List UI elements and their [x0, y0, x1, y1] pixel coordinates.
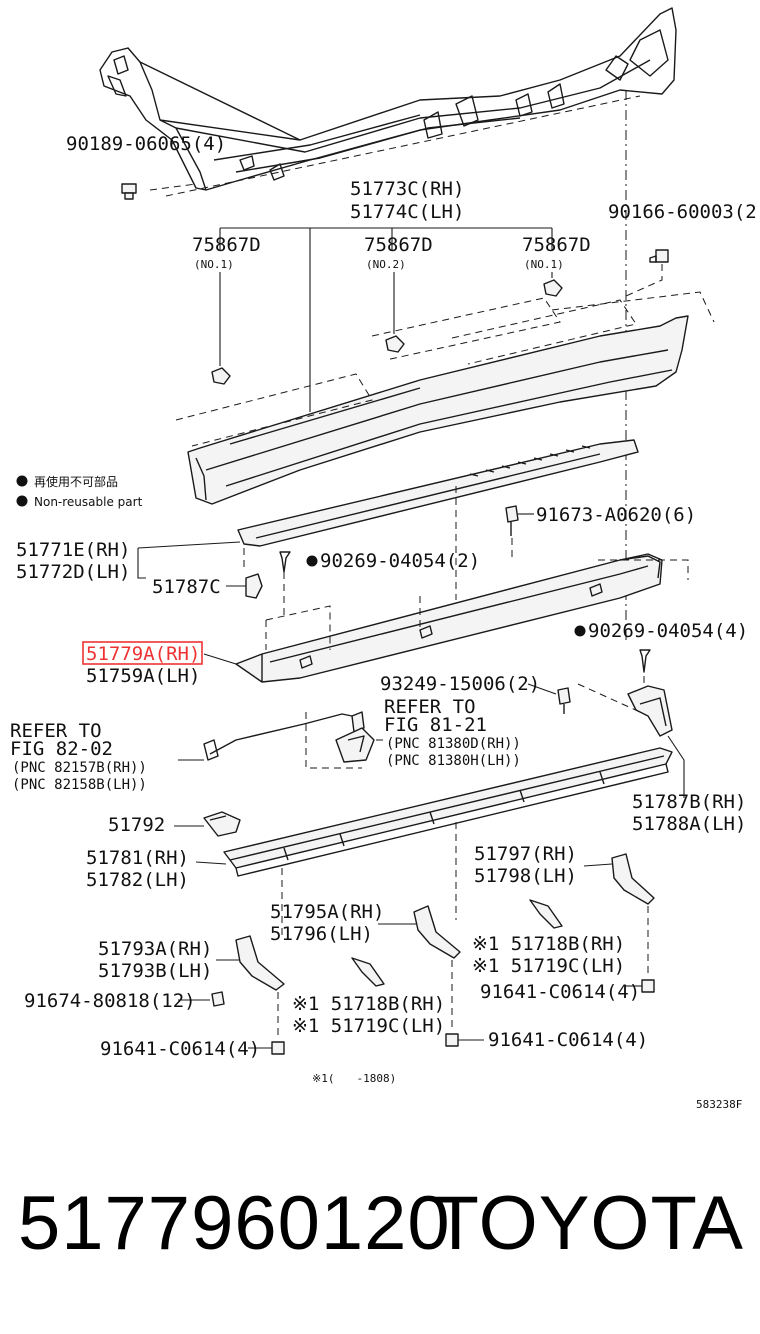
bracket-icon	[413, 905, 461, 959]
label-no1-left: (NO.1)	[194, 258, 234, 271]
label-90269-right: 90269-04054(4)	[588, 620, 748, 642]
step-plate	[237, 439, 639, 547]
label-refer-to-1: REFER TO	[10, 720, 102, 742]
highlight-box	[82, 641, 203, 665]
label-51759a: 51759A(LH)	[86, 665, 200, 687]
legend-english: Non-reusable part	[34, 495, 143, 509]
label-90269-left: 90269-04054(2)	[320, 550, 480, 572]
caption: 5177960120 TOYOTA	[0, 1180, 760, 1290]
label-pnc-81380d: (PNC 81380D(RH))	[386, 736, 521, 752]
running-board	[235, 553, 663, 683]
label-91641-right: 91641-C0614(4)	[480, 981, 640, 1003]
label-75867d-2: 75867D	[364, 234, 433, 256]
label-75867d-3: 75867D	[522, 234, 591, 256]
bolt-icon	[505, 505, 519, 536]
label-fig-82-02: FIG 82-02	[10, 738, 113, 760]
label-51792: 51792	[108, 814, 165, 836]
label-51718b-left: ※1 51718B(RH)	[292, 993, 445, 1015]
bolt-icon	[211, 991, 225, 1007]
label-51787b: 51787B(RH)	[632, 791, 746, 813]
label-91641-left: 91641-C0614(4)	[100, 1038, 260, 1060]
bracket-icon	[235, 935, 285, 991]
screw-icon	[639, 649, 651, 673]
label-51788a: 51788A(LH)	[632, 813, 746, 835]
non-reusable-dot-icon	[306, 555, 318, 567]
label-51796: 51796(LH)	[270, 923, 373, 945]
label-51793b: 51793B(LH)	[98, 960, 212, 982]
label-91673: 91673-A0620(6)	[536, 504, 696, 526]
bolt-icon	[271, 979, 655, 1055]
label-51773c: 51773C(RH)	[350, 178, 464, 200]
label-51718b-right: ※1 51718B(RH)	[472, 933, 625, 955]
label-90189: 90189-06065(4)	[66, 133, 226, 155]
label-fig-81-21: FIG 81-21	[384, 714, 487, 736]
label-no2: (NO.2)	[366, 258, 406, 271]
bolt-icon	[121, 183, 137, 200]
label-91674: 91674-80818(12)	[24, 990, 196, 1012]
brand-name: TOYOTA	[432, 1181, 744, 1266]
label-93249: 93249-15006(2)	[380, 673, 540, 695]
label-51795a: 51795A(RH)	[270, 901, 384, 923]
step-rail	[223, 747, 673, 877]
label-91641-middle: 91641-C0614(4)	[488, 1029, 648, 1051]
non-reusable-dot-icon	[574, 625, 586, 637]
part-number: 5177960120	[18, 1181, 451, 1266]
label-51793a: 51793A(RH)	[98, 938, 212, 960]
label-51787c: 51787C	[152, 576, 221, 598]
label-75867d-1: 75867D	[192, 234, 261, 256]
bracket-icon	[627, 685, 673, 737]
label-note-1808: ※1( -1808)	[312, 1072, 396, 1085]
label-pnc-82157b: (PNC 82157B(RH))	[12, 760, 147, 776]
non-reusable-dot-icon	[16, 475, 28, 487]
legend-japanese: 再使用不可部品	[34, 474, 118, 489]
clip-icon	[245, 573, 263, 599]
label-90166: 90166-60003(2)	[608, 201, 760, 223]
bracket-icon	[611, 853, 655, 905]
label-pnc-81380h: (PNC 81380H(LH))	[386, 753, 521, 769]
bolt-icon	[649, 249, 669, 263]
wire-harness	[203, 711, 365, 761]
pad-icon	[529, 899, 563, 929]
label-51719c-right: ※1 51719C(LH)	[472, 955, 625, 977]
label-51774c: 51774C(LH)	[350, 201, 464, 223]
label-51781: 51781(RH)	[86, 847, 189, 869]
screw-icon	[279, 551, 291, 573]
rocker-frame	[99, 7, 677, 191]
lamp-icon	[335, 727, 375, 763]
label-51797: 51797(RH)	[474, 843, 577, 865]
clip-icon	[211, 279, 563, 385]
label-51779a-highlighted: 51779A(RH)	[86, 643, 200, 665]
label-51771e: 51771E(RH)	[16, 539, 130, 561]
label-51782: 51782(LH)	[86, 869, 189, 891]
label-51772d: 51772D(LH)	[16, 561, 130, 583]
label-refer-to-2: REFER TO	[384, 696, 476, 718]
label-51719c-left: ※1 51719C(LH)	[292, 1015, 445, 1037]
pad-icon	[351, 957, 385, 987]
label-no1-right: (NO.1)	[524, 258, 564, 271]
side-molding	[187, 315, 689, 505]
bracket-icon	[203, 811, 241, 837]
label-diagram-code: 583238F	[696, 1098, 742, 1111]
non-reusable-dot-icon	[16, 495, 28, 507]
bolt-icon	[557, 687, 571, 714]
label-pnc-82158b: (PNC 82158B(LH))	[12, 777, 147, 793]
label-51798: 51798(LH)	[474, 865, 577, 887]
